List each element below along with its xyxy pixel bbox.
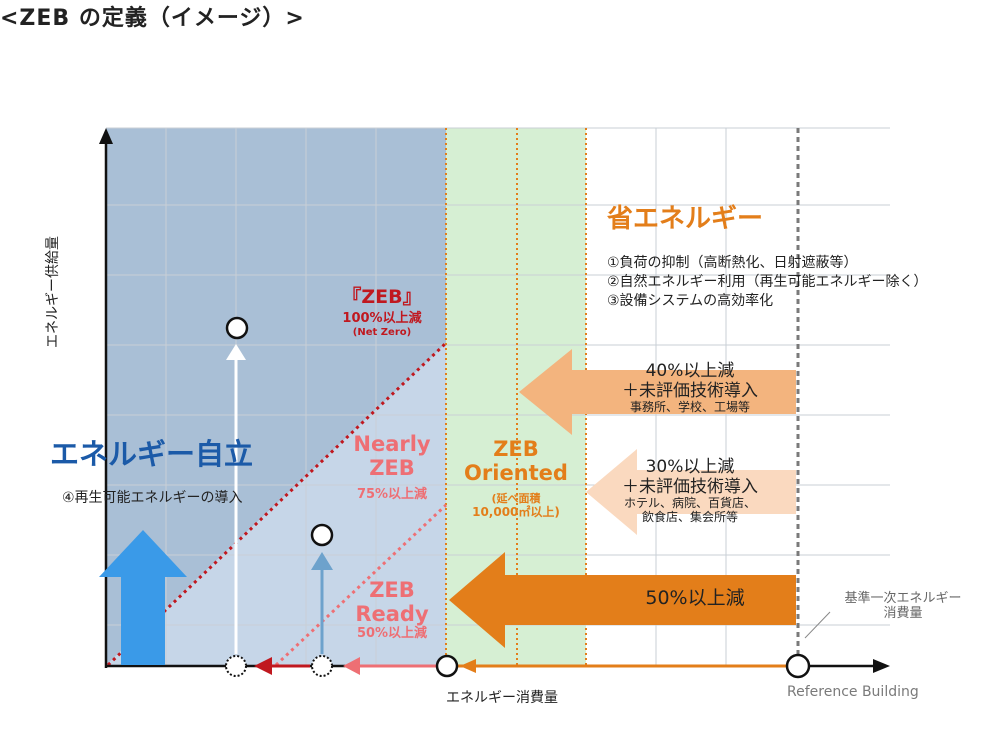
baseline-label: 基準一次エネルギー 消費量 xyxy=(828,591,978,622)
arrow-30-line-4: 飲食店、集会所等 xyxy=(641,509,738,524)
energy-saving-item-3: ③設備システムの高効率化 xyxy=(607,293,774,309)
zeb-supply-arrowhead xyxy=(226,344,246,360)
zeb-oriented-note-1: (延べ面積 xyxy=(491,492,541,506)
zeb-reduction: 100%以上減 xyxy=(342,310,422,326)
y-axis-label: エネルギー供給量 xyxy=(44,236,61,349)
baseline-label-line-2: 消費量 xyxy=(883,605,923,621)
arrow-30-line-3: ホテル、病院、百貨店、 xyxy=(623,496,756,511)
zeb-name: 『ZEB』 xyxy=(342,286,422,308)
reference-point xyxy=(785,653,811,679)
nearly-zeb-reduction: 75%以上減 xyxy=(356,487,428,503)
zeb-consumption-point xyxy=(225,655,247,677)
arrow-40-line-1: 40%以上減 xyxy=(645,361,735,381)
energy-saving-heading: 省エネルギー xyxy=(607,204,764,234)
x-axis-arrowhead xyxy=(873,659,890,673)
zeb-oriented-name-2: Oriented xyxy=(464,461,568,486)
nearly-zeb-label-block: Nearly ZEB 75%以上減 xyxy=(327,432,457,503)
page-title: <ZEB の定義（イメージ）> xyxy=(0,6,305,31)
arrow-30-line-2: ＋未評価技術導入 xyxy=(622,476,758,497)
baseline-label-pointer xyxy=(804,611,831,639)
arrow-40-text: 40%以上減 ＋未評価技術導入 事務所、学校、工場等 xyxy=(590,361,790,415)
pink-arrowhead-small xyxy=(343,657,360,675)
reference-building-label: Reference Building xyxy=(787,684,919,700)
zeb-oriented-label-block: ZEB Oriented (延べ面積 10,000㎡以上) xyxy=(446,437,586,520)
zeb-label-block: 『ZEB』 100%以上減 (Net Zero) xyxy=(312,286,452,338)
red-arrowhead-small xyxy=(254,657,272,675)
zeb-ready-name-2: Ready xyxy=(355,602,429,627)
energy-saving-list: ①負荷の抑制（高断熱化、日射遮蔽等） ②自然エネルギー利用（再生可能エネルギー除… xyxy=(607,254,928,311)
arrow-30-text: 30%以上減 ＋未評価技術導入 ホテル、病院、百貨店、 飲食店、集会所等 xyxy=(590,457,790,525)
zeb-ready-name-1: ZEB xyxy=(369,578,415,602)
nearly-zeb-name-2: ZEB xyxy=(369,456,415,481)
arrow-50-percent xyxy=(449,552,796,648)
zeb-oriented-name-1: ZEB xyxy=(493,437,539,461)
energy-independence-heading: エネルギー自立 xyxy=(50,437,254,471)
zeb-supply-point xyxy=(225,316,249,340)
arrow-40-percent xyxy=(519,349,796,435)
energy-independence-item: ④再生可能エネルギーの導入 xyxy=(62,490,243,506)
zeb-ready-label-block: ZEB Ready 50%以上減 xyxy=(327,578,457,642)
nearly-zeb-name-1: Nearly xyxy=(353,432,431,456)
y-axis-arrowhead xyxy=(99,128,113,144)
arrow-30-line-1: 30%以上減 xyxy=(645,457,735,477)
arrow-40-line-3: 事務所、学校、工場等 xyxy=(629,400,750,415)
zeb-note: (Net Zero) xyxy=(352,326,412,338)
arrow-30-percent xyxy=(586,449,796,535)
energy-saving-item-1: ①負荷の抑制（高断熱化、日射遮蔽等） xyxy=(607,255,858,271)
arrow-50-text: 50%以上減 xyxy=(645,587,745,609)
orange-arrowhead-small xyxy=(460,659,476,673)
nearly-consumption-point xyxy=(311,655,333,677)
ready-consumption-point xyxy=(435,654,459,678)
baseline-label-line-1: 基準一次エネルギー xyxy=(844,591,962,606)
x-axis-label: エネルギー消費量 xyxy=(446,690,558,706)
arrow-40-line-2: ＋未評価技術導入 xyxy=(622,380,758,401)
nearly-supply-arrowhead xyxy=(311,552,333,570)
energy-independence-arrow xyxy=(99,530,187,665)
energy-saving-item-2: ②自然エネルギー利用（再生可能エネルギー除く） xyxy=(607,274,928,290)
zeb-oriented-note-2: 10,000㎡以上) xyxy=(472,504,560,519)
nearly-supply-point xyxy=(310,523,334,547)
zeb-ready-reduction: 50%以上減 xyxy=(356,626,428,642)
